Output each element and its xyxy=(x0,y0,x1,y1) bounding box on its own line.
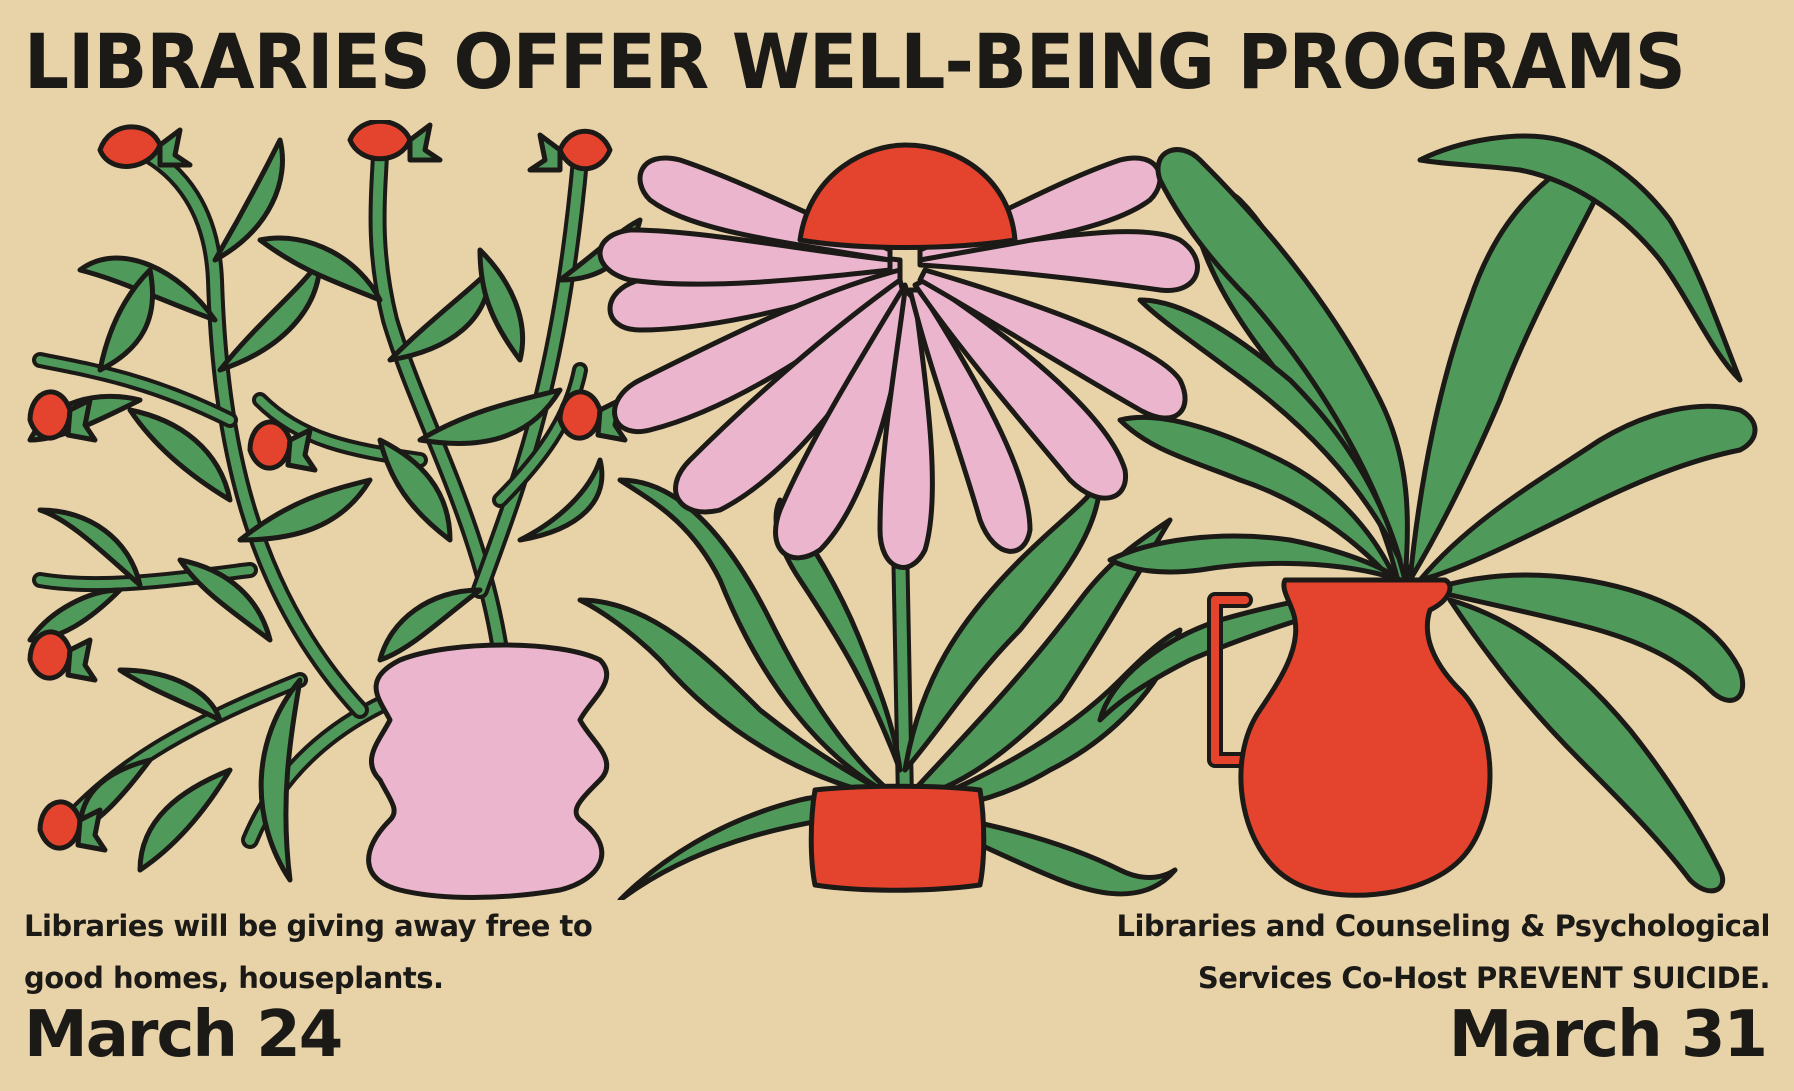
left-event-description-line2: good homes, houseplants. xyxy=(24,961,444,995)
left-event-date: March 24 xyxy=(24,998,343,1072)
illustration xyxy=(27,120,1758,900)
leafy-plant-pitcher-icon xyxy=(1097,133,1758,898)
left-event-description-line1: Libraries will be giving away free to xyxy=(24,909,593,943)
right-event-description: Libraries and Counseling & Psychological… xyxy=(990,900,1770,1004)
rose-plant-icon xyxy=(27,120,643,900)
right-event-description-line2: Services Co-Host PREVENT SUICIDE. xyxy=(1197,961,1771,995)
left-event-description: Libraries will be giving away free to go… xyxy=(24,900,724,1004)
right-event-date: March 31 xyxy=(1448,998,1768,1072)
headline: LIBRARIES OFFER WELL-BEING PROGRAMS xyxy=(24,17,1686,106)
coneflower-icon xyxy=(577,142,1200,900)
right-event-description-line1: Libraries and Counseling & Psychological xyxy=(1116,909,1770,943)
